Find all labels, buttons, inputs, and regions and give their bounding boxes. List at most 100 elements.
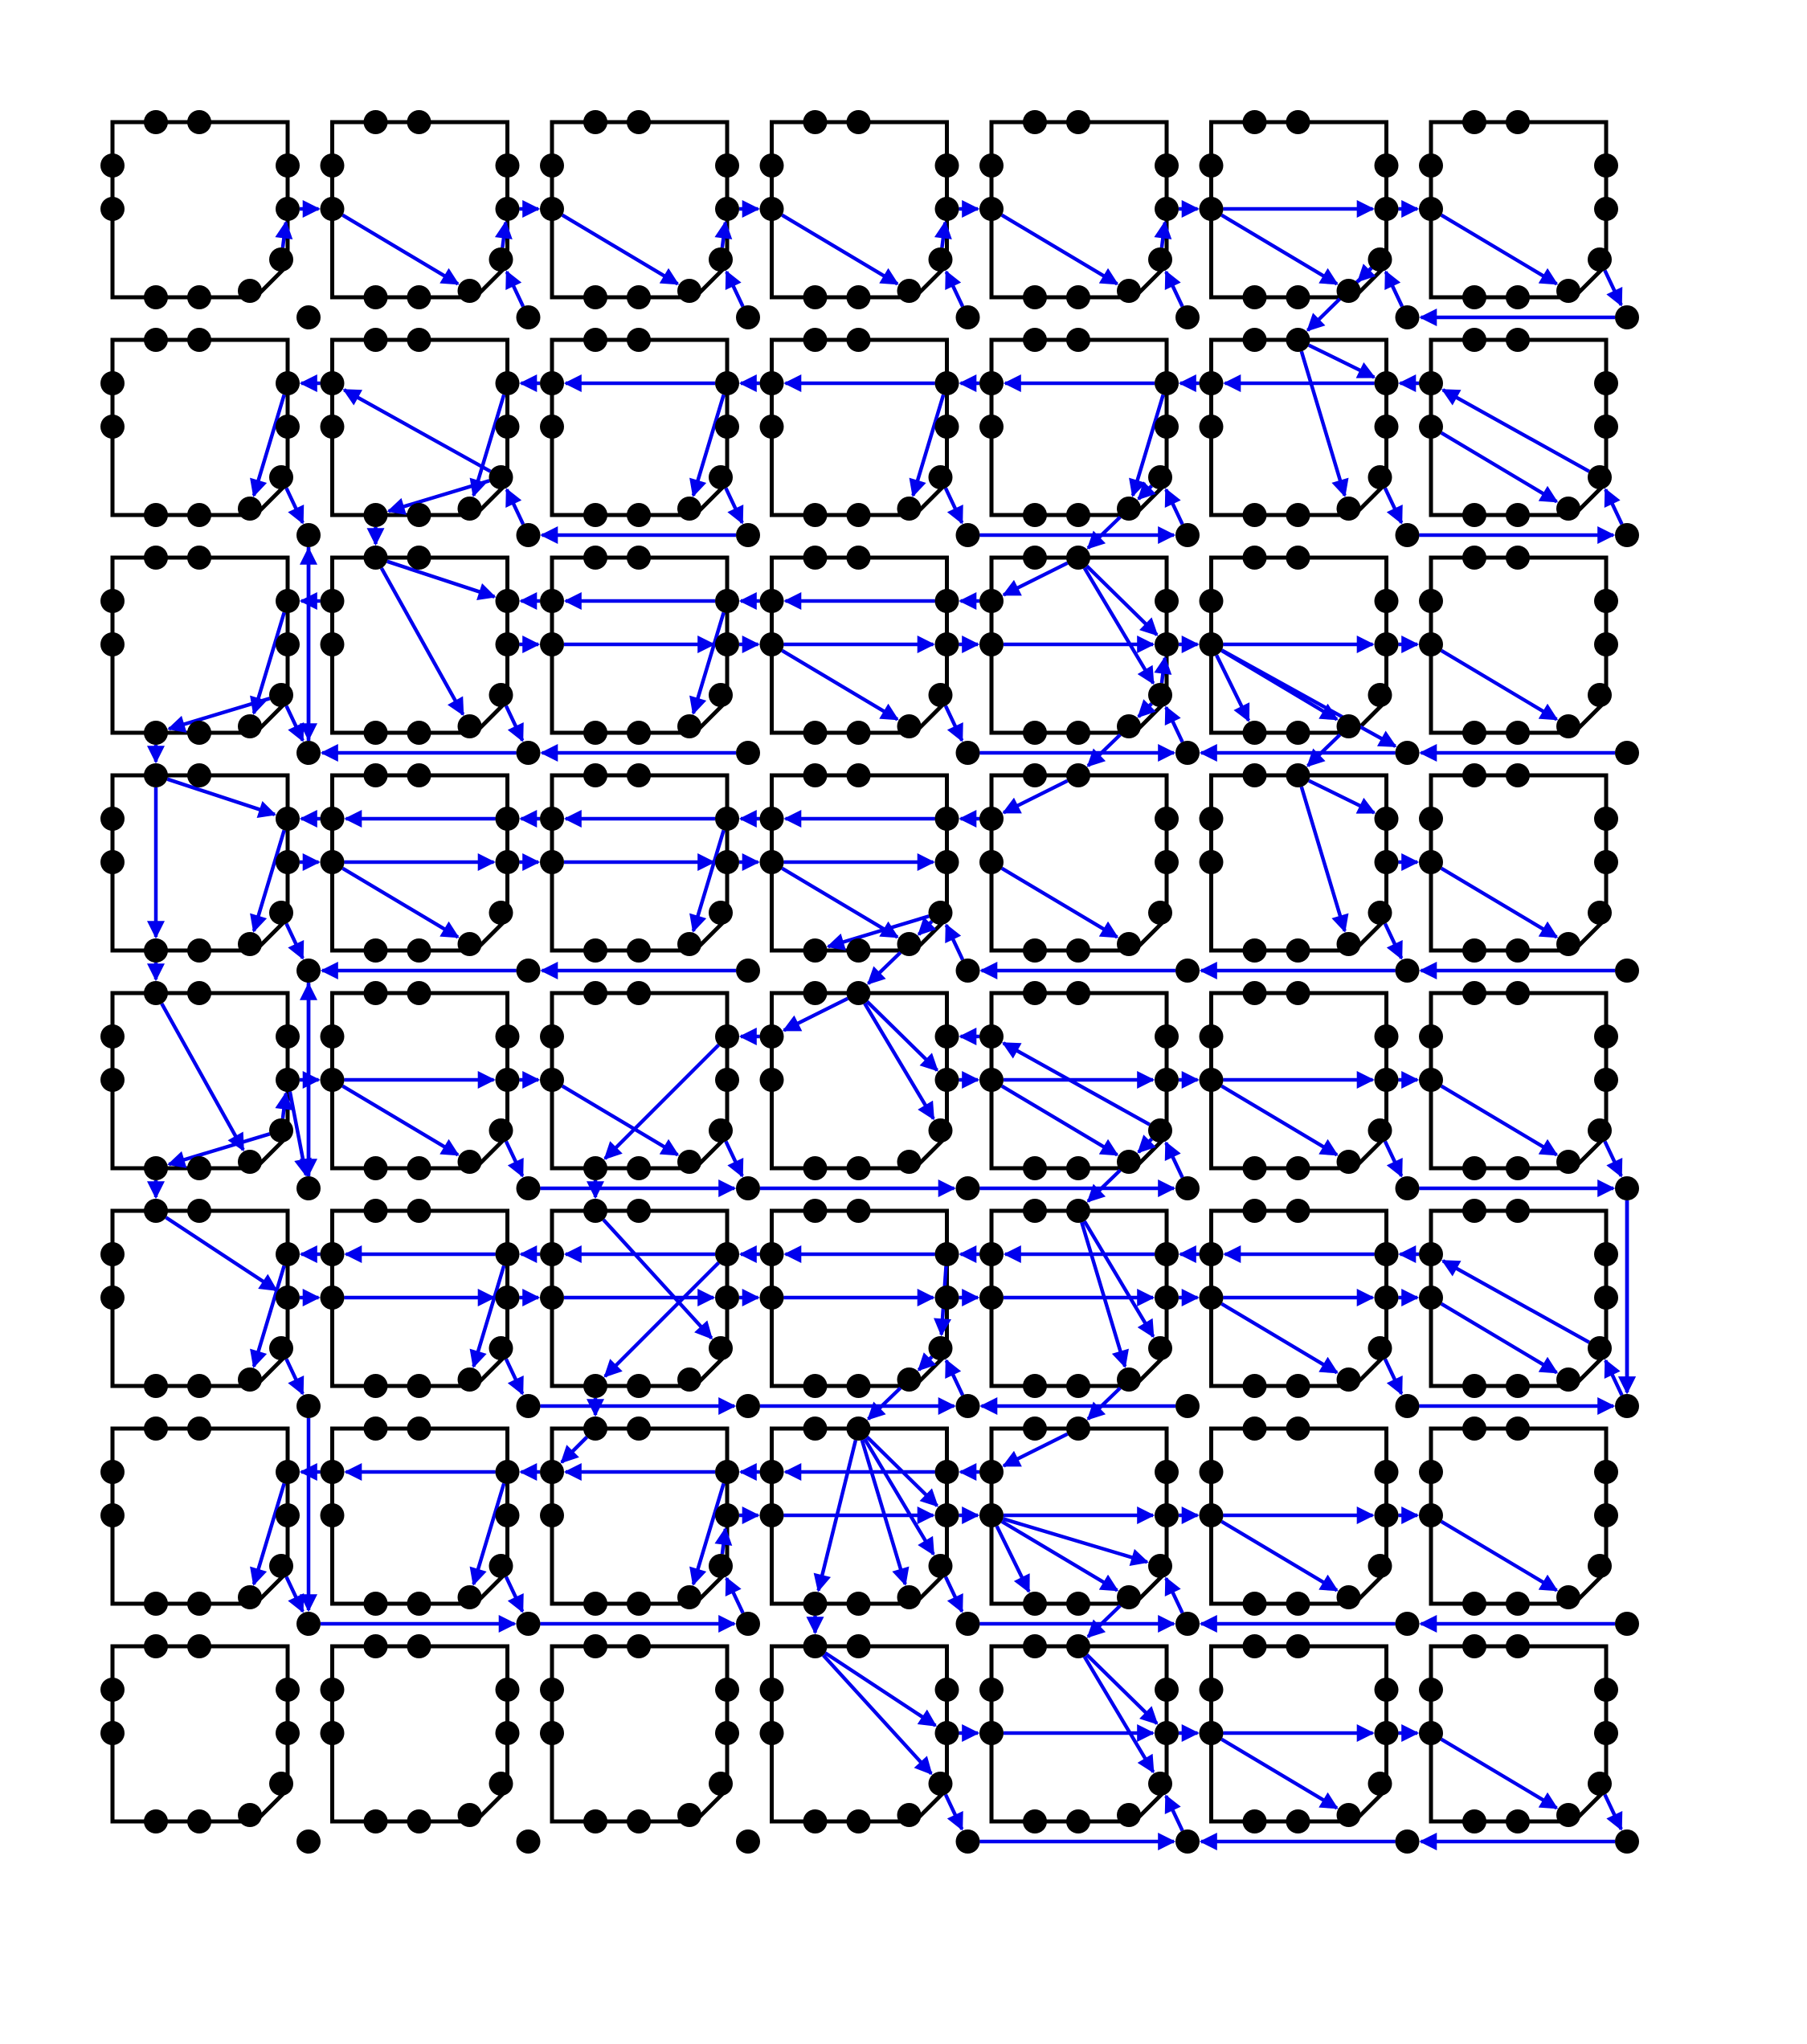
flow-arrow-250 — [813, 1440, 858, 1592]
node-left-upper-r4-c1 — [320, 1024, 345, 1049]
flow-arrow-190 — [469, 1265, 506, 1368]
node-top-right-r7-c5 — [1286, 1634, 1310, 1658]
node-junction-r2-c5 — [1395, 741, 1420, 765]
flow-arrow-25 — [1603, 269, 1623, 307]
node-top-right-r1-c5 — [1286, 328, 1310, 352]
node-bottom-left-r0-c5 — [1242, 285, 1267, 309]
node-corner-r4-c5 — [1368, 1118, 1392, 1143]
node-bottom-right-r5-c2 — [627, 1374, 651, 1398]
node-bevel-r1-c1 — [457, 497, 482, 521]
node-bevel-r7-c6 — [1556, 1803, 1580, 1827]
flow-arrow-261 — [1086, 1604, 1122, 1638]
flow-arrow-156 — [603, 1044, 720, 1160]
node-left-upper-r4-c4 — [979, 1024, 1004, 1049]
node-bottom-left-r3-c5 — [1242, 938, 1267, 963]
node-bottom-right-r2-c2 — [627, 721, 651, 745]
flow-arrow-221 — [1220, 1302, 1339, 1375]
node-corner-r1-c5 — [1368, 465, 1392, 489]
node-top-left-r1-c5 — [1242, 328, 1267, 352]
node-right-lower-r6-c0 — [276, 1503, 300, 1527]
node-bottom-left-r2-c3 — [803, 721, 828, 745]
node-bevel-r0-c3 — [897, 279, 922, 303]
node-junction-r4-c1 — [516, 1176, 541, 1200]
node-left-upper-r6-c0 — [100, 1460, 125, 1484]
node-top-left-r3-c4 — [1023, 763, 1047, 787]
node-bottom-right-r7-c2 — [627, 1809, 651, 1833]
node-top-left-r0-c3 — [803, 110, 828, 134]
node-junction-r2-c4 — [1175, 741, 1200, 765]
node-right-upper-r2-c0 — [276, 589, 300, 613]
node-junction-r1-c5 — [1395, 523, 1420, 547]
node-junction-r5-c6 — [1615, 1394, 1639, 1418]
flow-arrow-235 — [469, 1482, 506, 1586]
node-corner-r7-c2 — [709, 1772, 733, 1796]
flow-arrows — [147, 200, 1636, 1850]
node-left-lower-r7-c2 — [540, 1721, 564, 1745]
flow-arrow-198 — [602, 1218, 713, 1340]
node-junction-r0-c6 — [1615, 305, 1639, 329]
node-corner-r2-c5 — [1368, 683, 1392, 707]
flow-arrow-114 — [341, 866, 460, 939]
node-left-upper-r7-c0 — [100, 1678, 125, 1702]
node-bottom-left-r5-c4 — [1023, 1374, 1047, 1398]
node-top-right-r7-c2 — [627, 1634, 651, 1658]
node-corner-r5-c1 — [489, 1336, 513, 1360]
node-junction-r0-c4 — [1175, 305, 1200, 329]
node-left-upper-r6-c6 — [1419, 1460, 1443, 1484]
flow-arrow-6 — [561, 213, 680, 286]
node-top-left-r1-c2 — [583, 328, 607, 352]
node-right-lower-r2-c2 — [715, 632, 739, 656]
flow-arrow-23 — [1384, 270, 1404, 308]
node-bottom-left-r5-c1 — [363, 1374, 388, 1398]
node-corner-r3-c0 — [269, 901, 293, 925]
cell-frame-r5-c6 — [1429, 1208, 1609, 1388]
node-top-right-r4-c2 — [627, 981, 651, 1005]
node-top-right-r5-c3 — [846, 1199, 871, 1223]
node-top-right-r6-c0 — [187, 1416, 211, 1441]
node-right-lower-r6-c1 — [495, 1503, 520, 1527]
node-bottom-left-r3-c3 — [803, 938, 828, 963]
flow-arrow-236 — [504, 1576, 525, 1613]
node-top-left-r6-c3 — [803, 1416, 828, 1441]
node-top-left-r0-c0 — [144, 110, 168, 134]
flow-arrow-169 — [1001, 1041, 1151, 1126]
node-right-upper-r7-c0 — [276, 1678, 300, 1702]
flow-arrow-191 — [504, 1358, 525, 1396]
flow-arrow-136 — [1307, 779, 1376, 815]
node-bevel-r6-c5 — [1336, 1585, 1361, 1609]
node-bevel-r7-c0 — [238, 1803, 262, 1827]
node-bottom-left-r4-c3 — [803, 1156, 828, 1180]
node-top-left-r6-c2 — [583, 1416, 607, 1441]
node-right-lower-r4-c5 — [1374, 1068, 1399, 1092]
flow-arrow-240 — [560, 1436, 588, 1464]
node-right-lower-r0-c6 — [1594, 197, 1618, 221]
node-bottom-right-r2-c1 — [407, 721, 431, 745]
node-right-upper-r7-c1 — [495, 1678, 520, 1702]
node-junction-r6-c5 — [1395, 1612, 1420, 1636]
node-corner-r6-c4 — [1148, 1554, 1172, 1578]
node-bevel-r0-c2 — [677, 279, 701, 303]
node-corner-r5-c6 — [1588, 1336, 1612, 1360]
node-left-lower-r0-c1 — [320, 197, 345, 221]
node-top-left-r2-c2 — [583, 546, 607, 570]
flow-arrow-253 — [943, 1576, 964, 1613]
cell-frame-r1-c6 — [1429, 337, 1609, 517]
node-right-lower-r4-c6 — [1594, 1068, 1618, 1092]
flow-arrow-54 — [1307, 343, 1376, 379]
node-junction-r5-c4 — [1175, 1394, 1200, 1418]
node-left-upper-r4-c6 — [1419, 1024, 1443, 1049]
node-top-right-r2-c0 — [187, 546, 211, 570]
node-left-upper-r1-c5 — [1199, 371, 1224, 395]
node-right-upper-r1-c1 — [495, 371, 520, 395]
node-bottom-right-r3-c2 — [627, 938, 651, 963]
node-bottom-right-r4-c0 — [187, 1156, 211, 1180]
node-left-upper-r2-c0 — [100, 589, 125, 613]
node-corner-r4-c6 — [1588, 1118, 1612, 1143]
node-corner-r5-c5 — [1368, 1336, 1392, 1360]
flow-arrow-182 — [165, 1216, 278, 1292]
node-bottom-right-r3-c4 — [1066, 938, 1090, 963]
node-left-upper-r3-c6 — [1419, 807, 1443, 831]
node-bevel-r2-c3 — [897, 714, 922, 738]
node-left-upper-r0-c0 — [100, 153, 125, 178]
node-bevel-r7-c2 — [677, 1803, 701, 1827]
